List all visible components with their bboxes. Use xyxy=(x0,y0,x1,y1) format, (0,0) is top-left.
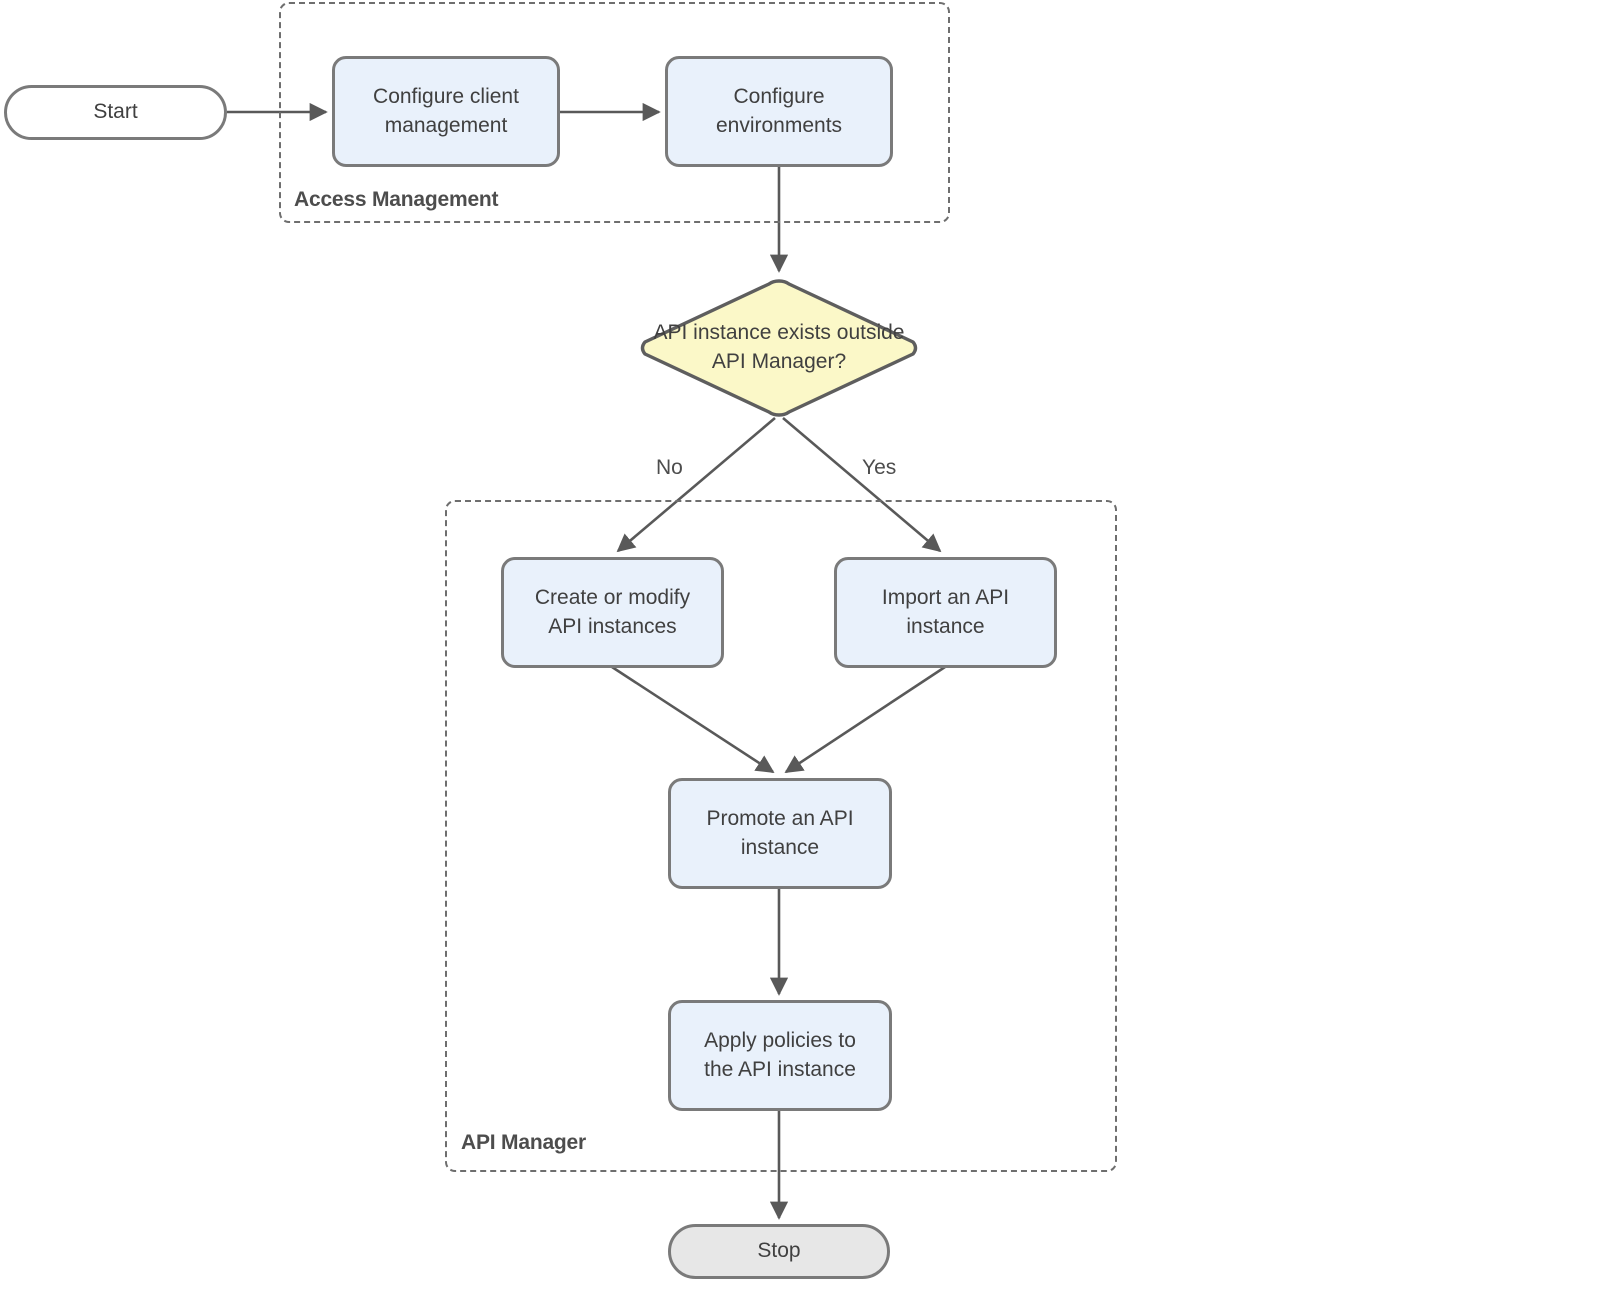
node-import-an-api-instance-label: Import an API instance xyxy=(881,585,1010,638)
node-configure-environments[interactable]: Configure environments xyxy=(665,56,893,167)
node-promote-an-api-instance[interactable]: Promote an API instance xyxy=(668,778,892,889)
node-create-or-modify-label: Create or modify API instances xyxy=(534,585,691,638)
node-configure-client-management-label: Configure client management xyxy=(373,84,519,137)
edge-label-yes: Yes xyxy=(862,456,897,479)
node-apply-policies-label: Apply policies to the API instance xyxy=(704,1028,856,1081)
node-start-label: Start xyxy=(93,100,138,124)
node-start[interactable]: Start xyxy=(4,85,227,140)
node-promote-an-api-instance-label: Promote an API instance xyxy=(706,806,854,859)
group-access-management xyxy=(279,2,950,223)
group-label-api-manager: API Manager xyxy=(461,1131,586,1154)
node-configure-client-management[interactable]: Configure client management xyxy=(332,56,560,167)
group-api-manager xyxy=(445,500,1117,1172)
edge-label-no: No xyxy=(656,456,683,479)
node-configure-environments-label: Configure environments xyxy=(715,84,843,137)
node-decision-api-instance-exists[interactable]: API instance exists outside API Manager? xyxy=(637,277,921,419)
node-stop[interactable]: Stop xyxy=(668,1224,890,1279)
node-create-or-modify-api-instances[interactable]: Create or modify API instances xyxy=(501,557,724,668)
node-import-an-api-instance[interactable]: Import an API instance xyxy=(834,557,1057,668)
decision-shape xyxy=(640,279,918,417)
node-stop-label: Stop xyxy=(757,1239,801,1263)
node-apply-policies[interactable]: Apply policies to the API instance xyxy=(668,1000,892,1111)
group-label-access-management: Access Management xyxy=(294,188,499,211)
